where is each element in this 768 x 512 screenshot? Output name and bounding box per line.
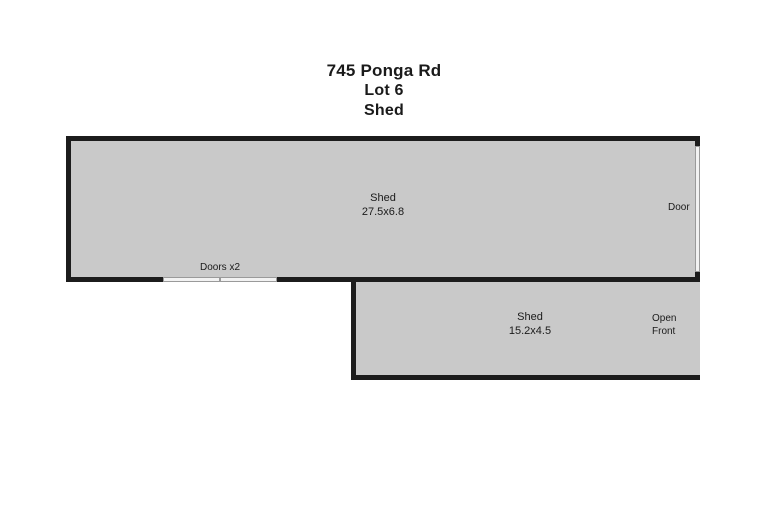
door-opening-bottom-2 xyxy=(220,277,277,282)
wall-main-right-bottom-stub xyxy=(695,271,700,282)
plan-title-block: 745 Ponga Rd Lot 6 Shed xyxy=(0,60,768,121)
label-main-shed-dimensions: 27.5x6.8 xyxy=(361,206,405,218)
wall-main-left xyxy=(66,136,71,282)
plan-title-lot: Lot 6 xyxy=(364,82,404,99)
annotation-open-front: Open Front xyxy=(652,312,702,338)
plan-title-address: 745 Ponga Rd xyxy=(326,61,442,80)
label-lower-shed-name: Shed xyxy=(517,311,543,323)
door-opening-bottom-1 xyxy=(163,277,220,282)
label-lower-shed: Shed 15.2x4.5 xyxy=(430,310,630,338)
wall-lower-top xyxy=(351,277,700,282)
label-main-shed-name: Shed xyxy=(370,192,396,204)
wall-lower-left xyxy=(351,277,356,380)
wall-lower-bottom xyxy=(351,375,700,380)
wall-main-top xyxy=(66,136,700,141)
wall-main-bottom-left-segment xyxy=(66,277,163,282)
door-opening-right xyxy=(695,146,700,272)
annotation-doors-x2: Doors x2 xyxy=(199,262,240,273)
annotation-open-front-line2: Front xyxy=(652,326,676,337)
plan-title-building: Shed xyxy=(364,102,404,119)
room-main-shed xyxy=(66,136,700,282)
label-main-shed: Shed 27.5x6.8 xyxy=(283,191,483,219)
annotation-open-front-line1: Open xyxy=(652,313,677,324)
wall-main-right-top-stub xyxy=(695,136,700,147)
room-lower-shed xyxy=(351,280,700,380)
label-lower-shed-dimensions: 15.2x4.5 xyxy=(508,325,552,337)
annotation-door: Door xyxy=(668,202,690,213)
